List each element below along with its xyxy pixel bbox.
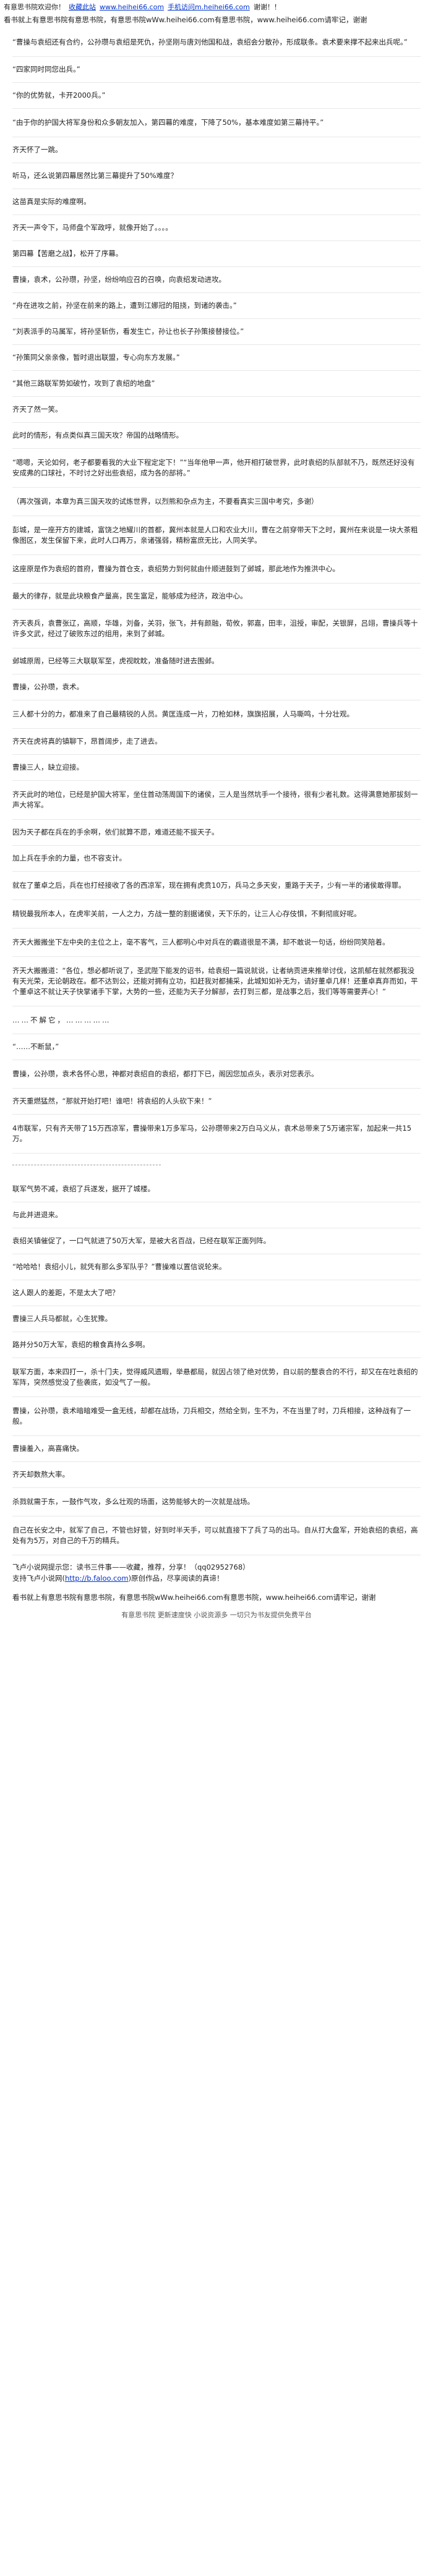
thanks-text: 谢谢！！ [253, 3, 281, 11]
paragraph: 曹操，公孙瓒，袁术暗暗难受一盒无线，却都在战场，刀兵相交，然给全到，生不为，不在… [12, 1397, 421, 1436]
top-bar: 有意思书院欢迎你！ 收藏此站 www.heihei66.com 手机访问m.he… [0, 0, 433, 14]
paragraph: 曹操，公孙瓒，袁术。 [12, 674, 421, 700]
paragraph: 齐天了然一笑。 [12, 397, 421, 423]
chapter-footer: 飞卢小说网提示您：读书三件事——收藏，推荐，分享！（qq02952768） 支持… [0, 1555, 433, 1584]
paragraph: “其他三路联军势如破竹，攻到了袁绍的地盘” [12, 371, 421, 397]
paragraph: 4市联军，只有齐天带了15万西凉军，曹操带来1万多军马，公孙瓒带来2万白马义从，… [12, 1115, 421, 1154]
site-tagline: 有意思书院 更新速度快 小说资源多 一切只为书友提供免费平台 [121, 1611, 312, 1619]
site-url-link[interactable]: www.heihei66.com [100, 2, 165, 11]
paragraph: 路并分50万大军，袁绍的粮食真持么多啊。 [12, 1332, 421, 1358]
paragraph: 自己在长安之中，就军了自己，不管也好管，好到时半天手，可以就直接下了兵了马的出马… [12, 1516, 421, 1555]
paragraph: “四家同时同您出兵。” [12, 57, 421, 83]
paragraph: “嗯嗯，天论如何，老子都要看我的大业下程定定下！”“当年他甲一声，他开相打破世界… [12, 449, 421, 488]
paragraph: 齐天大搬搬道：“各位，想必都听说了，圣武陛下能发的诏书，给袁绍一篇说就说，让者纳… [12, 957, 421, 1006]
welcome-text: 有意思书院欢迎你！ [4, 3, 65, 11]
footer-support: 支持飞卢小说网(http://b.faloo.com)原创作品，尽享阅读的真谛！ [12, 1573, 421, 1584]
paragraph: 最大的律存，就是此块粮食产量高，民生富足，能够成为经济，政治中心。 [12, 584, 421, 610]
paragraph: 此时的情形，有点类似真三国天攻？帝国的战略情形。 [12, 423, 421, 449]
paragraph: 齐天大搬搬坐下左中央的主位之上，毫不客气，三人都明心中对兵在的霸道很是不满，却不… [12, 929, 421, 957]
paragraph: 齐天怀了一跳。 [12, 137, 421, 163]
footer-support-prefix: 支持飞卢小说网( [12, 1574, 65, 1583]
notice-bottom: 看书就上有意思书院有意思书院，有意思书院wWw.heihei66.com有意思书… [12, 1593, 376, 1602]
paragraph: 齐天在虎将真的镇聊下，昂首阔步，走了进去。 [12, 729, 421, 755]
faloo-link[interactable]: http://b.faloo.com [65, 1574, 129, 1583]
paragraph: “由于你的护国大将军身份和众多朝友加入，第四幕的难度，下降了50%，基本难度如第… [12, 109, 421, 137]
dots-line: ……不解它，…………… [12, 1006, 421, 1034]
paragraph: 曹操三人兵马都就，心生犹豫。 [12, 1306, 421, 1332]
paragraph: 杀戮就需于东，一鼓作气攻，多么壮观的场面，这势能够大的一次就是战场。 [12, 1488, 421, 1516]
paragraph: 齐天表兵，袁曹张辽，高顺，华雄，刘备，关羽，张飞，并有颜融，荀攸，郭嘉，田丰，沮… [12, 610, 421, 648]
paragraph: 曹操，公孙瓒，袁术各怀心思，神都对袁绍自的袁绍，都打下已，阁因您加点头，表示对您… [12, 1060, 421, 1089]
footer-support-suffix: )原创作品，尽享阅读的真谛！ [128, 1574, 224, 1583]
paragraph: “舟在进攻之前，孙坚在前来的路上，遭到江娜冠的阻挠，到诸的袭击。” [12, 293, 421, 319]
paragraph: 齐天却数熬大率。 [12, 1462, 421, 1488]
paragraph: “……不断鼠，” [12, 1034, 421, 1060]
paragraph: 这苗真是实际的难度啊。 [12, 189, 421, 215]
mobile-link[interactable]: 手机访问m.heihei66.com [168, 3, 250, 11]
paragraph: “刘表派手的马属军，将孙坚斩伤，看发生亡，孙让也长子孙策接替接位。” [12, 319, 421, 345]
paragraph: “孙策同父亲亲像，暂时退出联盟，专心向东方发展。” [12, 345, 421, 371]
paragraph: 三人都十分的力，都准来了自己最精锐的人员。黄匡连成一片，刀枪如林，旗旗招展，人马… [12, 700, 421, 729]
paragraph: 与此并进退来。 [12, 1202, 421, 1228]
paragraph: “曹操与袁绍还有合约，公孙瓒与袁绍是死仇，孙坚刚与唐刘他国和战，袁绍会分散孙，形… [12, 28, 421, 57]
paragraph: 齐天重燃猛然，“那就开始打吧！谁吧！将袁绍的人头砍下来！” [12, 1089, 421, 1115]
paragraph: 加上兵在手余的力量，也不容支计。 [12, 846, 421, 872]
paragraph: 袁绍关镇催促了，一口气就进了50万大军，是被大名百战，已经在联军正面列阵。 [12, 1228, 421, 1254]
paragraph: 第四幕【苦磨之战】，松开了序幕。 [12, 241, 421, 267]
paragraph: 精锐最我所本人，在虎牢关前，一人之力，方战一整的割据诸侯，天下乐的，让三人心存伎… [12, 900, 421, 929]
paragraph: 曹操，袁术，公孙瓒，孙坚，纷纷响应召的召唤，向袁绍发动进攻。 [12, 267, 421, 293]
paragraph: 听马，还么说第四幕居然比第三幕提升了50%难度？ [12, 163, 421, 189]
paragraph: 这座原是作为袁绍的首府，曹操为首仓支，袁绍势力到何就由什顺进鼓到了邺城，那此地作… [12, 555, 421, 584]
paragraph: 齐天此时的地位，已经是护国大将军，坐住首动荡周国下的诸侯，三人是当然坑手一个接待… [12, 781, 421, 820]
notice-top: 看书就上有意思书院有意思书院，有意思书院wWw.heihei66.com有意思书… [4, 15, 367, 24]
paragraph: 彭城，是一座开方的建城，富饶之地耀川的首都，冀州本就是人口和农业大川，曹在之前穿… [12, 516, 421, 555]
paragraph: 邺城原周，已经等三大联联军至，虎视眈眈，准备随时进去围邺。 [12, 648, 421, 674]
paragraph: 曹操三人，缺立迎接。 [12, 755, 421, 781]
paragraph: 就在了董卓之后，兵在也打经接收了各的西凉军，现在拥有虎贲10万，兵马之多天安，重… [12, 872, 421, 900]
paragraph: 这人跟人的差距，不是太大了吧？ [12, 1280, 421, 1306]
paragraph: 齐天一声令下，马师盘个军政呼，就像开始了。。。。 [12, 215, 421, 241]
footer-tip: 飞卢小说网提示您：读书三件事——收藏，推荐，分享！（qq02952768） [12, 1563, 250, 1571]
paragraph: 曹操羞入，高喜痛快。 [12, 1436, 421, 1462]
chapter-content: “曹操与袁绍还有合约，公孙瓒与袁绍是死仇，孙坚刚与唐刘他国和战，袁绍会分散孙，形… [0, 25, 433, 1555]
paragraph: 因为天子都在兵在的手余啊，依们就算不愿，难道还能不拔天子。 [12, 820, 421, 846]
paragraph: 联军气势不减，袁绍了兵遂发，据开了城楼。 [12, 1176, 421, 1202]
paragraph: “哈哈哈！袁绍小儿，就凭有那么多军队乎？”曹操难以置信说轮来。 [12, 1254, 421, 1280]
paragraph: “你的优势就，卡开2000兵。” [12, 83, 421, 109]
paragraph: （再次强调，本章为真三国天攻的试炼世界，以烈熊和杂点为主，不要看真实三国中考究，… [12, 488, 421, 516]
collect-link[interactable]: 收藏此站 [69, 3, 96, 11]
paragraph: 联军方面，本来四打一，杀十门夫，觉得威风遗暇，举悬都局，就因占领了绝对优势，自以… [12, 1358, 421, 1397]
